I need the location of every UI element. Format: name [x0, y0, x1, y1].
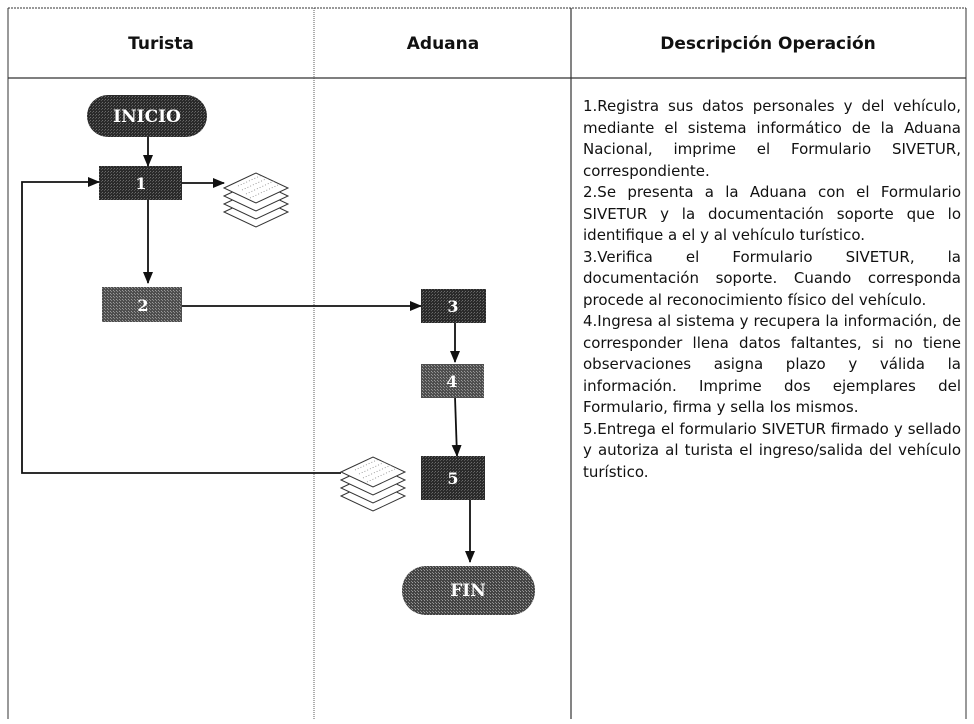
start-terminator: INICIO — [87, 95, 207, 137]
process-label-2: 2 — [137, 296, 148, 315]
process-box-4: 4 — [421, 364, 484, 398]
end-label: FIN — [450, 581, 486, 601]
connector-document-return-1 — [21, 177, 341, 474]
step-description-3: 3.Verifica el Formulario SIVETUR, la doc… — [583, 247, 961, 309]
process-box-1: 1 — [99, 166, 182, 200]
start-label: INICIO — [113, 107, 181, 127]
process-label-1: 1 — [135, 174, 146, 193]
process-label-4: 4 — [446, 372, 457, 391]
column-header-aduana: Aduana — [407, 34, 479, 54]
process-label-3: 3 — [447, 297, 458, 316]
process-box-5: 5 — [421, 456, 485, 500]
step-description-1: 1.Registra sus datos personales y del ve… — [583, 97, 961, 180]
connectors — [21, 137, 475, 563]
process-label-5: 5 — [447, 469, 458, 488]
end-terminator: FIN — [402, 566, 535, 615]
column-header-turista: Turista — [128, 34, 194, 54]
document-stack-icon — [339, 456, 407, 512]
step-description-4: 4.Ingresa al sistema y recupera la infor… — [583, 312, 961, 416]
table-grid — [7, 7, 967, 719]
document-stack-icon — [222, 172, 290, 228]
process-box-2: 2 — [102, 287, 182, 322]
process-box-3: 3 — [421, 289, 486, 323]
step-description-2: 2.Se presenta a la Aduana con el Formula… — [583, 183, 961, 244]
step-description-5: 5.Entrega el formulario SIVETUR firmado … — [583, 419, 961, 481]
operation-description: 1.Registra sus datos personales y del ve… — [583, 96, 961, 483]
column-header-descripcion: Descripción Operación — [660, 34, 876, 54]
connector-4-5 — [451, 396, 462, 457]
